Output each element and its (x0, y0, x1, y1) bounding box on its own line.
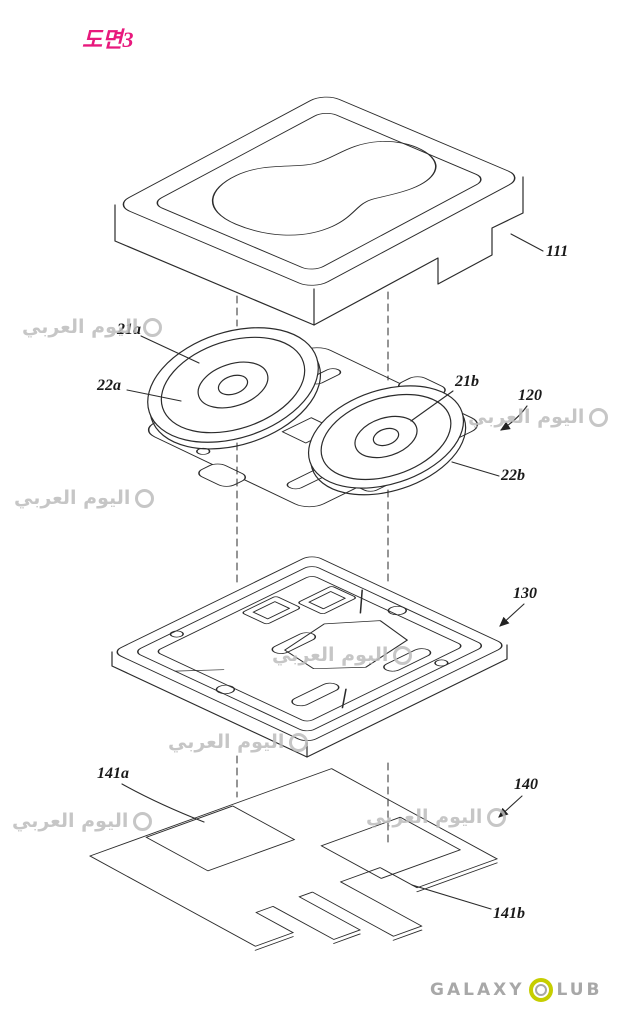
watermark: اليوم العربي (168, 731, 309, 753)
watermark-text: اليوم العربي (168, 731, 285, 753)
sheet-shape (89, 768, 498, 951)
watermark-text: اليوم العربي (366, 806, 483, 828)
part-label-141a: 141a (97, 765, 129, 782)
brand-text-right: LUB (556, 980, 603, 1000)
watermark-logo-icon (289, 732, 309, 752)
watermark-logo-icon (487, 807, 507, 827)
watermark: اليوم العربي (272, 644, 413, 666)
part-label-sheet: 140 (514, 776, 538, 793)
alignment-dashed-lines (236, 291, 389, 847)
camera-module-shape (147, 327, 479, 508)
watermark: اليوم العربي (366, 806, 507, 828)
watermark-text: اليوم العربي (12, 810, 129, 832)
watermark-text: اليوم العربي (272, 644, 389, 666)
watermark: اليوم العربي (14, 487, 155, 509)
leader-lines (121, 233, 544, 910)
leader-cover (510, 233, 544, 252)
arrow-130 (499, 603, 525, 627)
watermark-text: اليوم العربي (468, 406, 585, 428)
watermark: اليوم العربي (468, 406, 609, 428)
part-label-22b: 22b (501, 467, 525, 484)
leader-141b (411, 884, 492, 910)
arrow-120 (500, 405, 528, 431)
galaxy-club-brand: GALAXY LUB (430, 978, 603, 1002)
leader-21a (140, 335, 200, 364)
leader-22b (451, 461, 500, 477)
part-label-21a: 21a (117, 321, 141, 338)
bracket-shape (111, 556, 508, 758)
part-label-bracket: 130 (513, 585, 537, 602)
leader-22a (126, 389, 182, 402)
watermark-logo-icon (589, 407, 609, 427)
watermark-logo-icon (143, 317, 163, 337)
part-label-22a: 22a (97, 377, 121, 394)
part-label-module: 120 (518, 387, 542, 404)
part-label-cover: 111 (546, 243, 569, 260)
watermark-logo-icon (133, 811, 153, 831)
watermark-text: اليوم العربي (14, 487, 131, 509)
watermark: اليوم العربي (12, 810, 153, 832)
part-label-21b: 21b (455, 373, 479, 390)
part-label-141b: 141b (493, 905, 525, 922)
figure-title: 도면3 (82, 27, 134, 52)
brand-text-left: GALAXY (430, 980, 525, 1000)
club-logo-icon (528, 978, 553, 1002)
leader-21b (410, 390, 454, 422)
leader-141a (121, 783, 205, 823)
watermark-text: اليوم العربي (22, 316, 139, 338)
watermark-logo-icon (135, 488, 155, 508)
top-cover-shape (114, 96, 524, 326)
watermark: اليوم العربي (22, 316, 163, 338)
watermark-logo-icon (393, 645, 413, 665)
